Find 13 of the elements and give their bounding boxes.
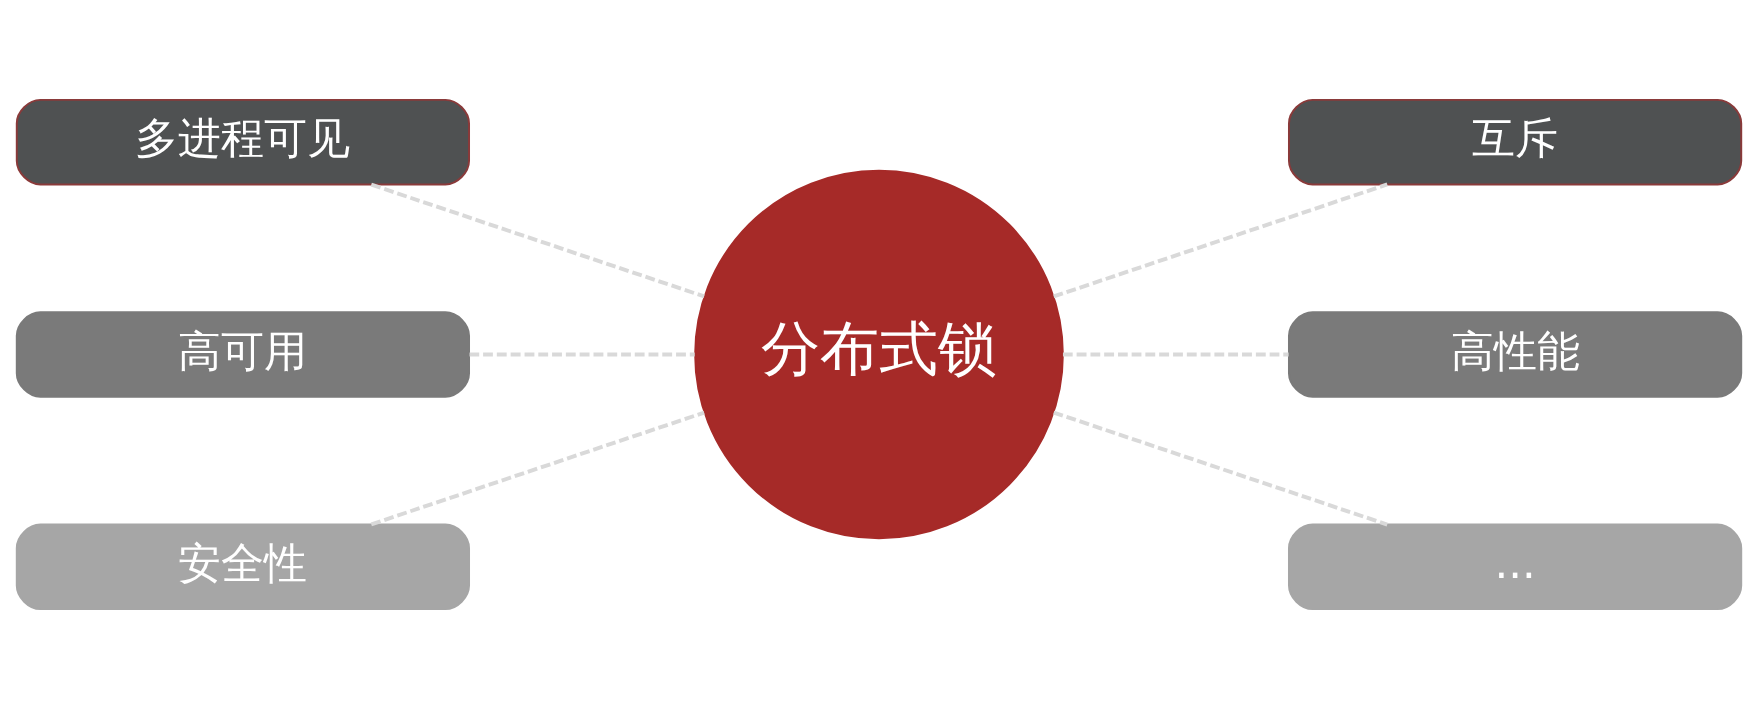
node-box: 高性能 [1288, 311, 1743, 398]
connector [370, 182, 705, 299]
connector [1053, 182, 1388, 299]
connector [469, 352, 695, 357]
node-box: ... [1288, 523, 1743, 611]
node-box: 高可用 [15, 311, 470, 398]
node-box: 安全性 [15, 523, 470, 611]
connector [370, 410, 705, 527]
connector [1053, 410, 1388, 527]
node-circle: 分布式锁 [694, 169, 1064, 540]
node-box: 互斥 [1288, 98, 1743, 186]
node-box: 多进程可见 [15, 98, 470, 186]
connector [1062, 352, 1289, 357]
